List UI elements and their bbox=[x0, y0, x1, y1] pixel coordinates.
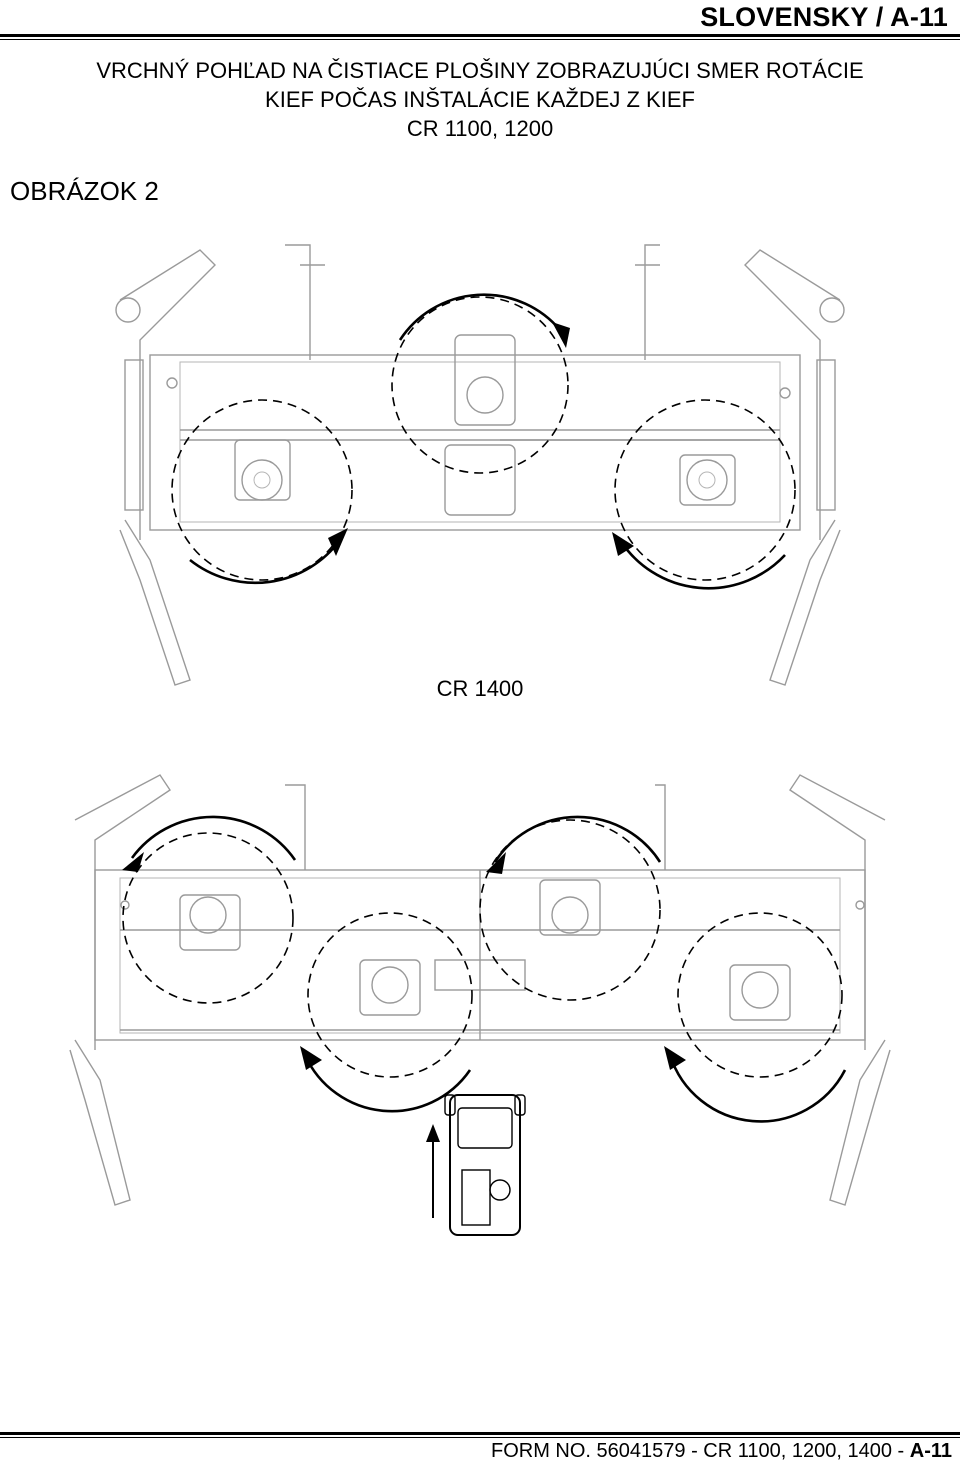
figure-label: OBRÁZOK 2 bbox=[10, 176, 159, 206]
machine-top-view bbox=[444, 1094, 526, 1236]
upper-rotation-arrows bbox=[189, 293, 786, 590]
page-title: VRCHNÝ POHĽAD NA ČISTIACE PLOŠINY ZOBRAZ… bbox=[0, 56, 960, 143]
header-rule bbox=[0, 34, 960, 37]
footer-rule bbox=[0, 1432, 960, 1435]
footer-prefix: FORM NO. 56041579 - CR 1100, 1200, 1400 … bbox=[491, 1440, 910, 1462]
lower-deck-frame bbox=[69, 774, 891, 1206]
upper-brush-circles bbox=[171, 296, 796, 581]
title-line-2: KIEF POČAS INŠTALÁCIE KAŽDEJ Z KIEF bbox=[265, 87, 695, 112]
footer-page: A-11 bbox=[909, 1440, 952, 1462]
footer-rule-thin bbox=[0, 1437, 960, 1438]
lower-rotation-arrows bbox=[122, 815, 847, 1123]
section-header: SLOVENSKY / A-11 bbox=[700, 2, 948, 32]
travel-direction-arrow-icon bbox=[426, 1124, 440, 1218]
upper-deck-frame bbox=[115, 244, 845, 686]
title-line-1: VRCHNÝ POHĽAD NA ČISTIACE PLOŠINY ZOBRAZ… bbox=[96, 58, 864, 83]
header-rule-thin bbox=[0, 39, 960, 40]
title-line-3: CR 1100, 1200 bbox=[406, 116, 554, 141]
model-label-cr1400: CR 1400 bbox=[436, 676, 524, 701]
footer-form-number: FORM NO. 56041579 - CR 1100, 1200, 1400 … bbox=[491, 1440, 952, 1463]
lower-brush-circles bbox=[122, 819, 843, 1078]
